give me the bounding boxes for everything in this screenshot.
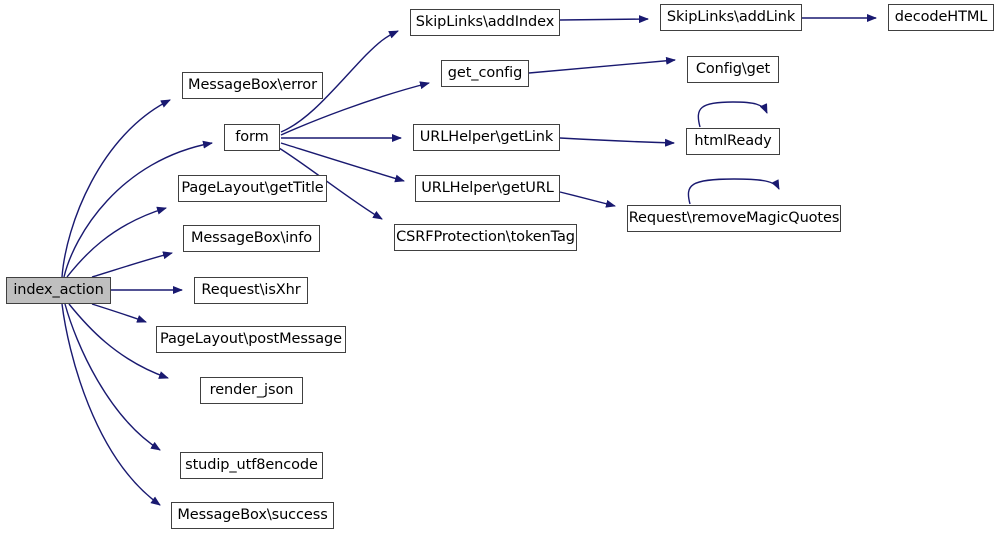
node-label: decodeHTML [894, 9, 988, 26]
node-label: URLHelper\getURL [421, 180, 554, 197]
node-request-removemagicquotes[interactable]: Request\removeMagicQuotes [627, 205, 841, 232]
node-label: index_action [13, 282, 104, 299]
node-studip-utf8encode[interactable]: studip_utf8encode [180, 452, 323, 479]
call-edge [68, 303, 169, 379]
node-label: render_json [209, 382, 294, 399]
node-pagelayout-gettitle[interactable]: PageLayout\getTitle [178, 175, 327, 202]
node-label: Config\get [695, 61, 771, 78]
node-messagebox-success[interactable]: MessageBox\success [171, 502, 334, 529]
node-urlhelper-geturl[interactable]: URLHelper\getURL [415, 175, 560, 202]
self-loop-edge [697, 101, 768, 128]
self-loop-edge [687, 178, 780, 205]
node-config-get[interactable]: Config\get [687, 56, 779, 83]
node-label: SkipLinks\addIndex [415, 14, 555, 31]
node-messagebox-error[interactable]: MessageBox\error [182, 72, 323, 99]
node-skiplinks-addindex[interactable]: SkipLinks\addIndex [410, 9, 560, 36]
call-edge [91, 251, 173, 278]
node-messagebox-info[interactable]: MessageBox\info [183, 225, 320, 252]
call-edge [528, 56, 676, 74]
node-skiplinks-addlink[interactable]: SkipLinks\addLink [660, 4, 802, 31]
node-label: URLHelper\getLink [419, 129, 554, 146]
node-label: PageLayout\getTitle [181, 180, 324, 197]
call-edge [559, 191, 616, 208]
call-edge [61, 99, 171, 278]
node-label: form [235, 129, 269, 146]
node-label: get_config [447, 65, 523, 82]
node-label: Request\isXhr [201, 282, 301, 299]
node-decodehtml[interactable]: decodeHTML [888, 4, 994, 31]
node-label: studip_utf8encode [185, 457, 318, 474]
node-label: CSRFProtection\tokenTag [396, 229, 575, 246]
node-label: MessageBox\error [188, 77, 317, 94]
node-index-action[interactable]: index_action [6, 277, 111, 304]
call-edge [91, 303, 147, 323]
node-render-json[interactable]: render_json [200, 377, 303, 404]
node-label: MessageBox\success [177, 507, 328, 524]
call-edge [66, 206, 167, 278]
node-get-config[interactable]: get_config [441, 60, 529, 87]
call-edge [61, 303, 161, 506]
node-label: SkipLinks\addLink [666, 9, 796, 26]
call-edge [559, 137, 675, 147]
node-label: MessageBox\info [190, 230, 313, 247]
node-csrfprotection-tokentag[interactable]: CSRFProtection\tokenTag [394, 224, 577, 251]
call-edge [63, 140, 213, 278]
node-form[interactable]: form [224, 124, 280, 151]
node-urlhelper-getlink[interactable]: URLHelper\getLink [413, 124, 560, 151]
node-pagelayout-postmessage[interactable]: PageLayout\postMessage [156, 326, 346, 353]
node-label: htmlReady [694, 133, 772, 150]
call-edge [559, 15, 649, 24]
node-request-isxhr[interactable]: Request\isXhr [194, 277, 308, 304]
node-label: Request\removeMagicQuotes [628, 210, 840, 227]
call-edge [64, 303, 161, 451]
node-htmlready[interactable]: htmlReady [686, 128, 780, 155]
node-label: PageLayout\postMessage [160, 331, 342, 348]
